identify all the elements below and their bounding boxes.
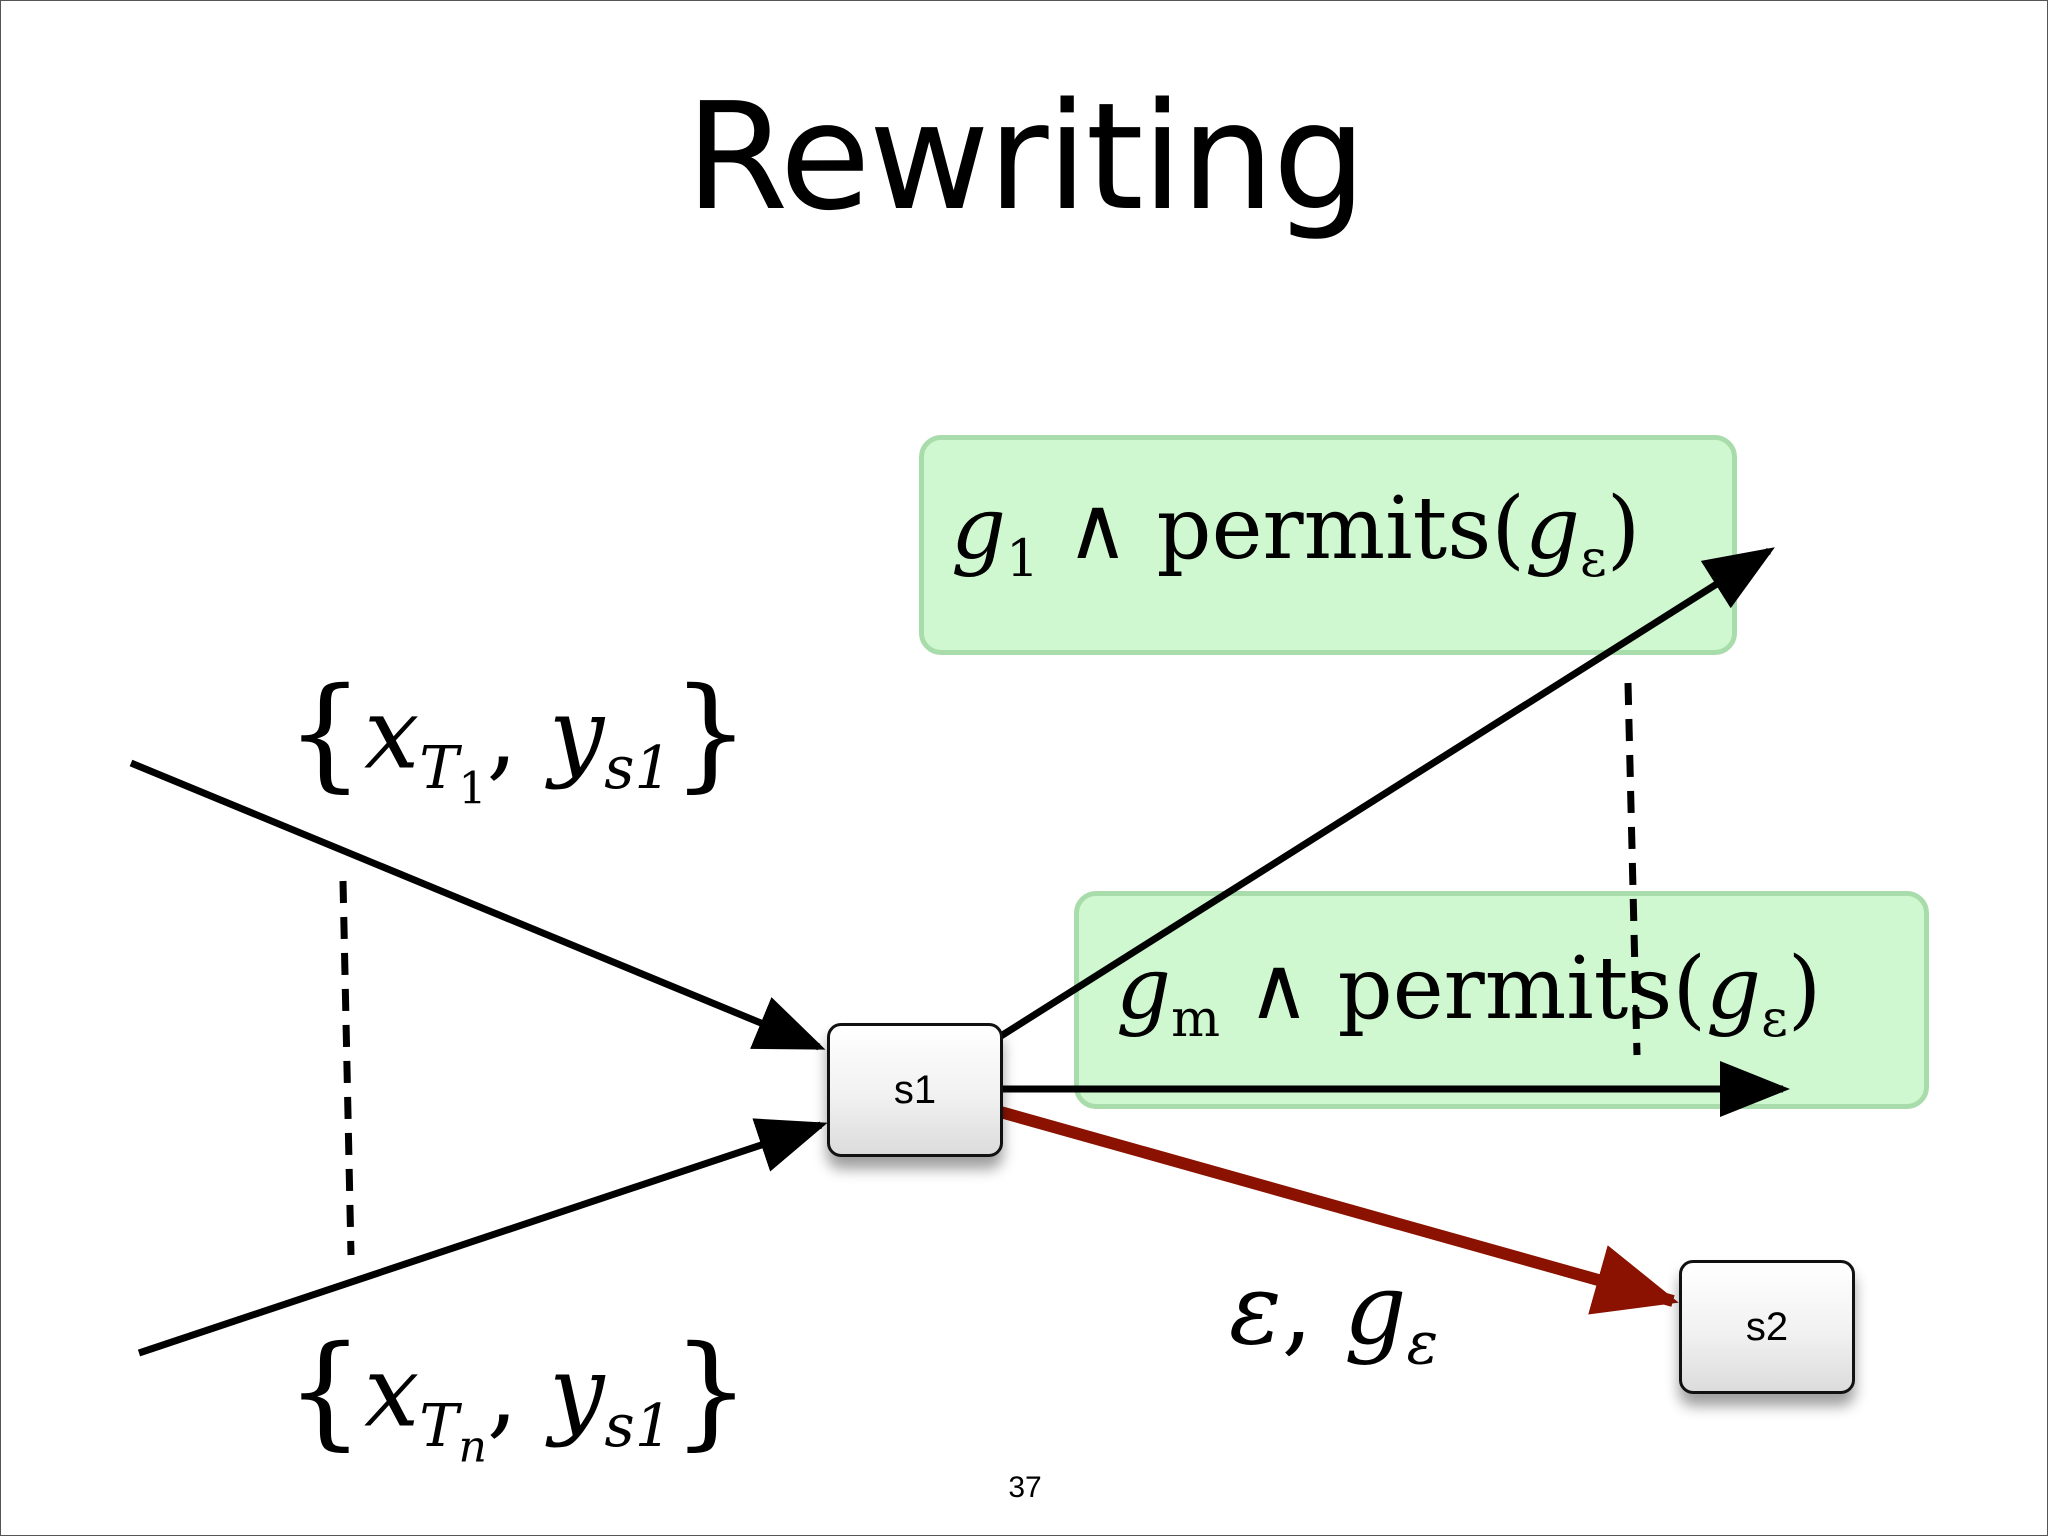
x-sub-sub: 1 <box>458 763 487 815</box>
open-brace: { <box>286 1319 364 1462</box>
close-brace: } <box>671 661 750 804</box>
y-var: y <box>548 677 605 792</box>
y-sub: s1 <box>604 1391 673 1461</box>
state-s2[interactable]: s2 <box>1679 1260 1855 1394</box>
open-brace: { <box>286 661 364 804</box>
y-var: y <box>549 1335 605 1450</box>
permits-arg: g <box>1706 939 1762 1039</box>
permits-arg-sub: ε <box>1761 989 1788 1050</box>
x-sub: T <box>419 733 459 803</box>
incoming-edge-bottom <box>137 1118 828 1357</box>
separator: , <box>1281 1253 1313 1367</box>
outgoing-edge-g1 <box>991 547 1775 1044</box>
and-operator: ∧ <box>1247 939 1311 1039</box>
y-sub: s1 <box>604 733 672 803</box>
dashed-separator-left <box>339 880 355 1256</box>
epsilon-guard-sub: ε <box>1406 1308 1439 1378</box>
x-var: x <box>363 1335 420 1450</box>
dashed-separator-right <box>1624 682 1641 1056</box>
close-brace: } <box>672 1319 751 1462</box>
x-sub-sub: n <box>458 1421 487 1473</box>
permits-function: permits( <box>1337 939 1706 1039</box>
permits-function: permits( <box>1156 479 1525 579</box>
page-number: 37 <box>1008 1471 1042 1504</box>
state-s1[interactable]: s1 <box>827 1023 1003 1157</box>
x-var: x <box>363 677 420 792</box>
guard-sub: m <box>1171 989 1220 1050</box>
guard-label-g1: g1 ∧ permits(gε) <box>951 479 1640 589</box>
guard-sub: 1 <box>1006 529 1039 590</box>
epsilon-transition-label: ε, gε <box>1229 1253 1438 1378</box>
slide-title: Rewriting <box>685 71 1366 243</box>
permits-close: ) <box>1787 939 1822 1039</box>
epsilon-edge <box>995 1105 1679 1315</box>
incoming-label-top: {xT1, ys1} <box>286 661 750 815</box>
guard-var: g <box>951 479 1007 579</box>
permits-arg-sub: ε <box>1579 529 1607 590</box>
permits-close: ) <box>1606 479 1641 579</box>
epsilon-event: ε <box>1229 1253 1282 1367</box>
incoming-label-bottom: {xTn, ys1} <box>286 1319 750 1473</box>
guard-label-gm: gm ∧ permits(gε) <box>1116 939 1821 1049</box>
incoming-edge-top <box>129 759 826 1051</box>
x-sub: T <box>419 1391 459 1461</box>
epsilon-guard: g <box>1343 1253 1407 1367</box>
separator: , <box>486 1335 519 1450</box>
permits-arg: g <box>1524 479 1580 579</box>
separator: , <box>486 677 518 792</box>
guard-box-g1 <box>919 435 1737 655</box>
and-operator: ∧ <box>1066 479 1130 579</box>
